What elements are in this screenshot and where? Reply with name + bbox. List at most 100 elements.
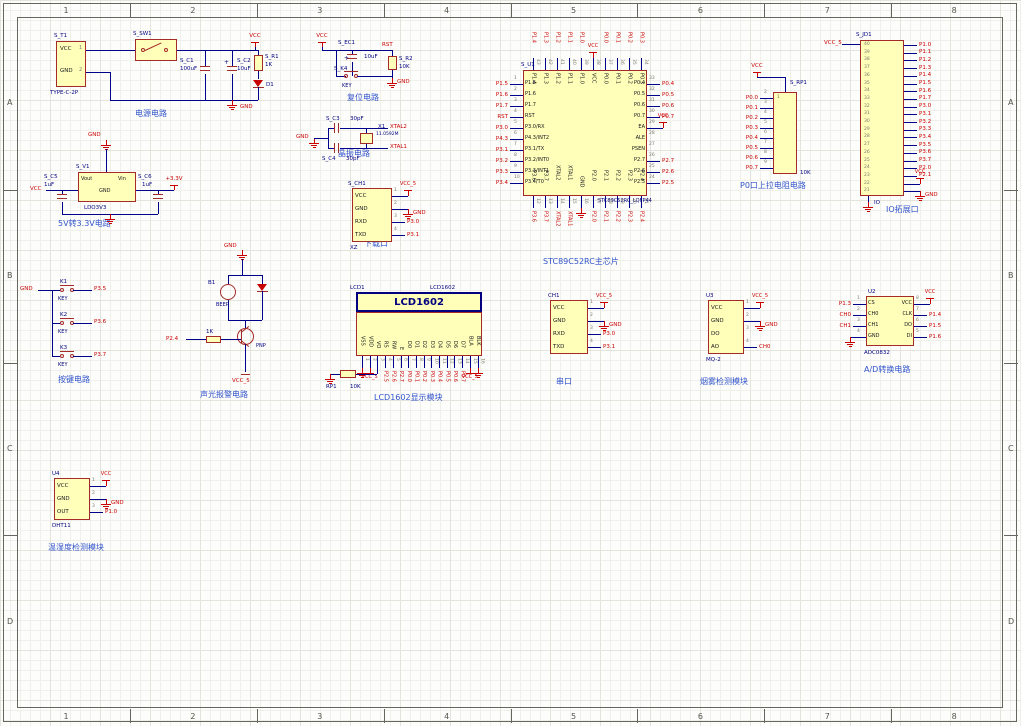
lcd-pin-name: BLK — [475, 335, 482, 346]
alarm-circle-symbol[interactable] — [236, 327, 254, 345]
zone-number-top: 5 — [570, 6, 577, 15]
adc-component-body[interactable] — [866, 296, 914, 346]
mcu-pin-name: P0.1 — [614, 73, 621, 84]
gnd-label: GND — [413, 210, 426, 216]
lcd-pin-number: 1 — [364, 358, 370, 361]
crystal-symbol-line — [338, 143, 339, 153]
reset-component-body[interactable] — [388, 56, 397, 70]
alarm-circle-symbol[interactable] — [220, 284, 236, 300]
keys-circle-symbol[interactable] — [60, 354, 64, 358]
mcu-pin-name: P1.0 — [578, 73, 585, 84]
io-pin-number: 30 — [864, 119, 870, 124]
crystal-component-body[interactable] — [360, 133, 373, 144]
io-wire — [904, 83, 917, 85]
adc-pin-name: DO — [904, 321, 912, 328]
serial-component-body[interactable] — [550, 300, 588, 354]
mcu-pin-number: 12 — [535, 198, 541, 204]
download-net-label: P3.0 — [407, 218, 420, 225]
download-pin-name: GND — [355, 205, 368, 212]
lcd-pin-number: 7 — [410, 358, 416, 361]
lcd-display-header[interactable]: LCD1602 — [356, 292, 482, 312]
io-wire — [904, 160, 917, 162]
mcu-net-label: XTAL2 — [554, 211, 561, 227]
mcu-pin-name: RST — [525, 112, 535, 119]
mcu-wire — [641, 58, 642, 70]
crystal-wire — [340, 148, 388, 149]
pullup-component-body[interactable] — [773, 92, 797, 174]
alarm-wire — [262, 275, 263, 284]
mcu-pin-number: 42 — [547, 59, 553, 65]
serial-pin-name: VCC — [553, 304, 565, 311]
dht-component-body[interactable] — [54, 478, 90, 520]
mcu-component-body[interactable] — [523, 70, 647, 196]
io-designator: IO — [874, 200, 880, 206]
mcu-wire — [510, 95, 523, 96]
zone-tick — [891, 709, 893, 723]
mcu-pin-number: 16 — [583, 198, 589, 204]
adc-title: A/D转换电路 — [864, 365, 911, 374]
lcd-component-body[interactable] — [340, 370, 356, 378]
power-circle-symbol[interactable] — [141, 48, 145, 52]
lcd-pin-number: 3 — [379, 358, 385, 361]
mcu-net-label: P1.0 — [578, 32, 585, 43]
smoke-pin-number: 3 — [746, 326, 749, 331]
keys-circle-symbol[interactable] — [60, 321, 64, 325]
power-component-body[interactable] — [56, 41, 86, 87]
io-component-body[interactable] — [860, 40, 904, 196]
adc-wire — [914, 337, 927, 338]
reset-text: KEY — [342, 83, 352, 89]
keys-circle-symbol[interactable] — [60, 288, 64, 292]
reset-circle-symbol[interactable] — [344, 74, 348, 78]
adc-wire — [853, 304, 866, 305]
alarm-diode-icon — [257, 284, 267, 291]
ldo-component-body[interactable] — [78, 172, 136, 202]
io-net-label: P1.1 — [919, 49, 932, 56]
mcu-net-label: P2.4 — [638, 211, 645, 222]
smoke-net-label: CH0 — [759, 343, 771, 350]
download-component-body[interactable] — [352, 188, 392, 242]
zone-tick — [3, 189, 17, 191]
mcu-wire — [545, 58, 546, 70]
crystal-power-line — [309, 143, 319, 144]
lcd-pin-name: D2 — [421, 341, 428, 349]
pullup-net-label: P0.4 — [745, 134, 758, 141]
serial-title: 串口 — [556, 377, 572, 386]
mcu-pin-name: P1.5 — [525, 79, 536, 86]
crystal-symbol-line — [334, 143, 335, 153]
lcd-power-line — [357, 373, 367, 374]
lcd-component-body[interactable] — [356, 312, 482, 356]
power-circle-symbol[interactable] — [164, 48, 168, 52]
lcd-power-line — [474, 375, 481, 376]
lcd-wire — [431, 356, 433, 368]
mcu-wire — [510, 128, 523, 129]
ldo-wire — [106, 149, 107, 172]
pullup-pin-number: 7 — [764, 140, 767, 145]
download-wire — [392, 196, 408, 197]
io-net-label: VCC_5 — [824, 40, 842, 46]
gnd-label: GND — [111, 500, 124, 506]
download-pin-number: 2 — [394, 201, 397, 206]
mcu-pin-name: P1.6 — [525, 90, 536, 97]
adc-net-label: P1.4 — [929, 311, 942, 318]
lcd-power-line — [330, 374, 331, 379]
zone-tick — [256, 3, 258, 17]
io-pin-number: 23 — [864, 172, 870, 178]
smoke-wire — [744, 321, 760, 322]
power-power-line — [229, 107, 235, 108]
keys-wire — [73, 323, 92, 324]
ldo-power-line — [105, 219, 115, 220]
lcd-pin-name: VO — [374, 341, 381, 349]
crystal-power-line — [311, 145, 317, 146]
serial-pin-number: 3 — [590, 326, 593, 331]
power-component-body[interactable] — [254, 55, 263, 71]
power-component-body[interactable] — [135, 39, 177, 61]
ldo-power-line — [106, 140, 107, 145]
smoke-component-body[interactable] — [708, 300, 744, 354]
io-pin-number: 32 — [864, 103, 870, 109]
alarm-component-body[interactable] — [206, 336, 221, 343]
ldo-power-line — [103, 147, 109, 148]
power-wire — [232, 50, 233, 66]
mcu-pin-name: P3.2/INT0 — [525, 156, 550, 163]
alarm-text: PNP — [256, 343, 266, 349]
